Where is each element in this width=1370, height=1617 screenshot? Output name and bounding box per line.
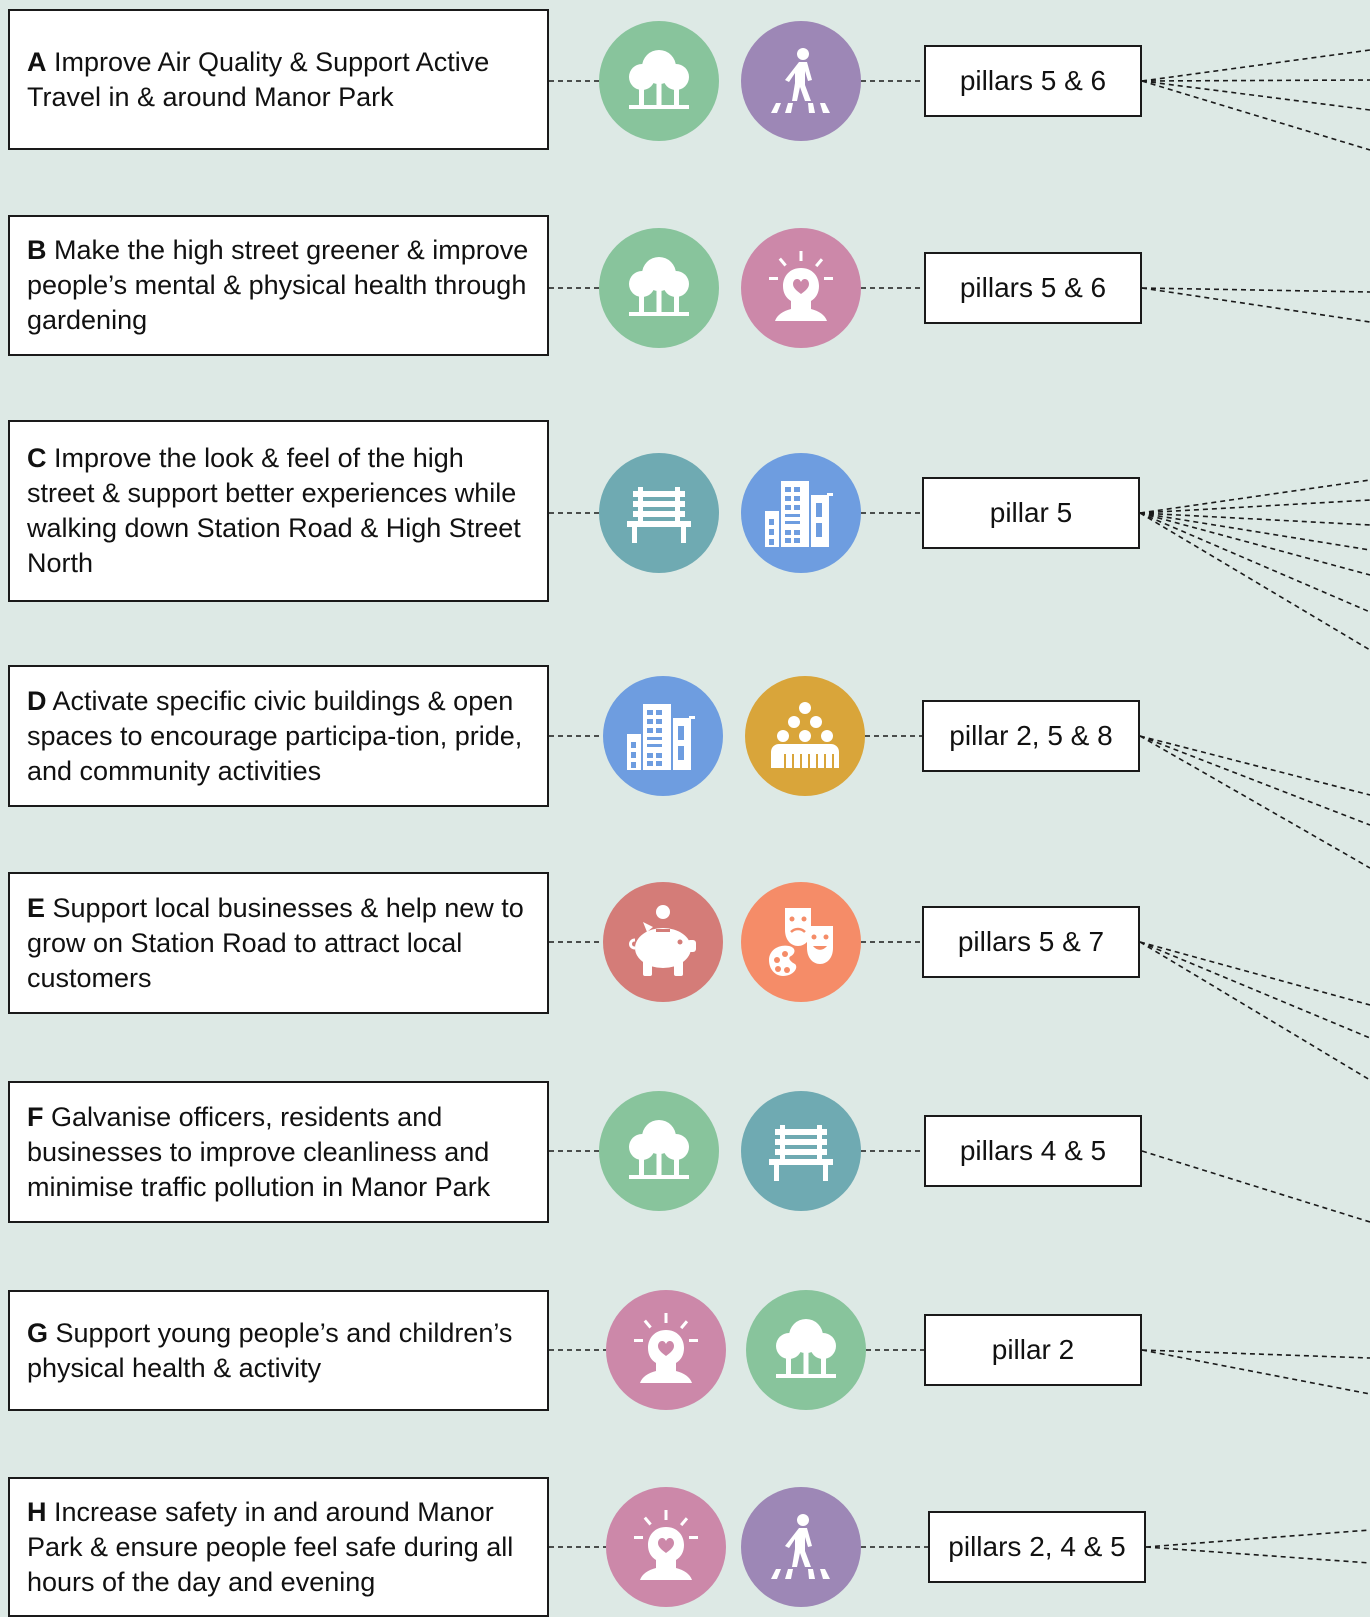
pillar-label: pillars 4 & 5 (959, 1135, 1107, 1166)
objective-box-g: G Support young people’s and children’s … (8, 1290, 549, 1411)
fan-line (1141, 79, 1370, 82)
objective-letter: C (27, 443, 47, 473)
fan-line (1141, 1349, 1370, 1395)
objective-letter: H (27, 1496, 47, 1527)
fan-line (1139, 512, 1370, 526)
wellbeing-head-icon (606, 1487, 726, 1607)
objective-box-e: E Support local businesses & help new to… (8, 872, 549, 1014)
fan-line (1139, 735, 1370, 826)
pillar-label: pillars 5 & 6 (959, 272, 1107, 303)
pillar-box-a: pillars 5 & 6 (924, 45, 1142, 117)
objective-box-c: C Improve the look & feel of the high st… (8, 420, 549, 602)
fan-line (1139, 512, 1370, 551)
fan-line (1139, 512, 1370, 576)
fan-line (1141, 49, 1370, 82)
fan-line (1145, 1529, 1370, 1548)
pedestrian-crossing-icon (741, 21, 861, 141)
piggy-bank-icon (603, 882, 723, 1002)
pedestrian-crossing-icon (741, 1487, 861, 1607)
objective-box-h: H Increase safety in and around Manor Pa… (8, 1477, 549, 1617)
objective-text: Increase safety in and around Manor Park… (27, 1496, 514, 1597)
pillar-box-e: pillars 5 & 7 (922, 906, 1140, 978)
objective-box-b: B Make the high street greener & improve… (8, 215, 549, 356)
community-group-icon (745, 676, 865, 796)
bench-icon (741, 1091, 861, 1211)
fan-line (1139, 479, 1370, 514)
pillar-label: pillars 2, 4 & 5 (948, 1531, 1126, 1562)
pillar-label: pillar 5 (989, 497, 1073, 528)
wellbeing-head-icon (741, 228, 861, 348)
pillar-label: pillar 2, 5 & 8 (949, 720, 1113, 751)
objective-letter: D (27, 685, 47, 716)
fan-line (1139, 735, 1370, 796)
objective-letter: E (27, 892, 46, 923)
objective-letter: F (27, 1101, 44, 1132)
objective-text: Support local businesses & help new to g… (27, 892, 524, 993)
fan-line (1145, 1546, 1370, 1564)
fan-line (1141, 287, 1370, 323)
fan-line (1139, 512, 1370, 651)
pillar-label: pillar 2 (991, 1334, 1075, 1365)
objective-text: Galvanise officers, residents and busine… (27, 1101, 491, 1202)
objective-letter: A (27, 46, 47, 77)
fan-line (1139, 941, 1370, 1006)
pillar-box-g: pillar 2 (924, 1314, 1142, 1386)
civic-buildings-icon (741, 453, 861, 573)
pillar-label: pillars 5 & 6 (959, 65, 1107, 96)
bench-icon (599, 453, 719, 573)
civic-buildings-icon (603, 676, 723, 796)
fan-line (1139, 941, 1370, 1081)
fan-line (1139, 499, 1370, 514)
fan-line (1141, 80, 1370, 111)
objective-text: Make the high street greener & improve p… (27, 235, 529, 335)
wellbeing-head-icon (606, 1290, 726, 1410)
objective-letter: G (27, 1317, 49, 1348)
pillar-label: pillars 5 & 7 (957, 926, 1105, 957)
arts-culture-icon (741, 882, 861, 1002)
trees-icon (746, 1290, 866, 1410)
fan-line (1141, 80, 1370, 151)
fan-line (1141, 287, 1370, 293)
fan-line (1139, 735, 1370, 869)
objective-box-d: D Activate specific civic buildings & op… (8, 665, 549, 807)
pillar-box-c: pillar 5 (922, 477, 1140, 549)
objective-text: Activate specific civic buildings & open… (27, 685, 523, 786)
objective-text: Support young people’s and children’s ph… (27, 1317, 513, 1383)
fan-line (1139, 941, 1370, 1039)
trees-icon (599, 228, 719, 348)
pillar-box-h: pillars 2, 4 & 5 (928, 1511, 1146, 1583)
objective-box-a: A Improve Air Quality & Support Active T… (8, 9, 549, 150)
pillar-box-b: pillars 5 & 6 (924, 252, 1142, 324)
objective-text: Improve the look & feel of the high stre… (27, 443, 521, 578)
objective-text: Improve Air Quality & Support Active Tra… (27, 46, 490, 112)
objective-box-f: F Galvanise officers, residents and busi… (8, 1081, 549, 1223)
fan-line (1139, 512, 1370, 613)
fan-line (1141, 1150, 1370, 1223)
trees-icon (599, 1091, 719, 1211)
pillar-box-d: pillar 2, 5 & 8 (922, 700, 1140, 772)
objective-letter: B (27, 235, 47, 265)
pillar-box-f: pillars 4 & 5 (924, 1115, 1142, 1187)
trees-icon (599, 21, 719, 141)
fan-line (1141, 1349, 1370, 1359)
